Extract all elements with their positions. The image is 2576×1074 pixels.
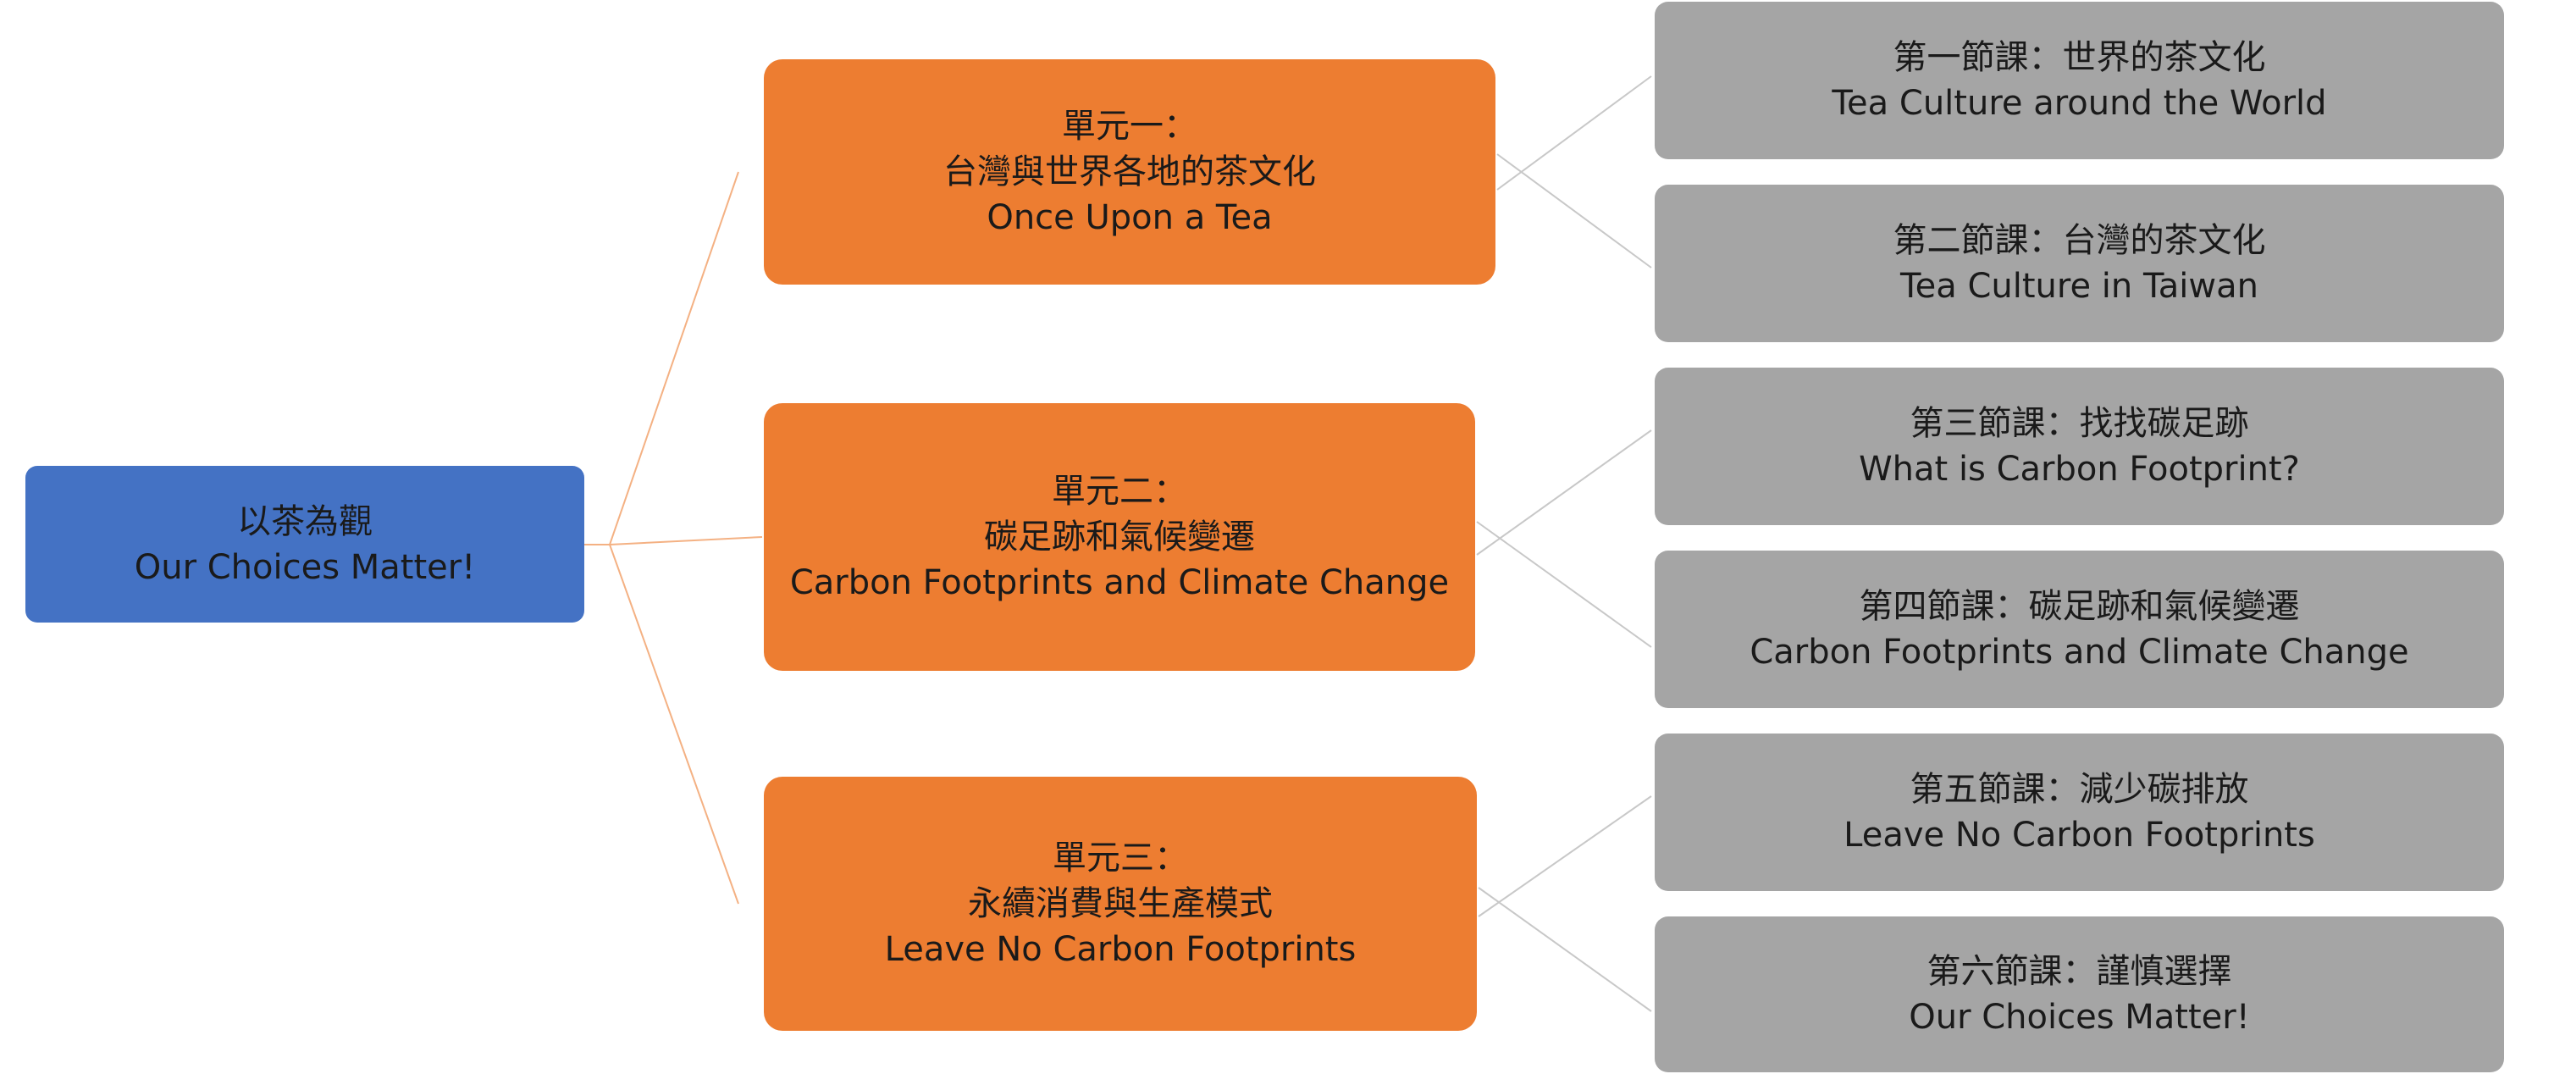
lesson-node-3: 第三節課：找找碳足跡 What is Carbon Footprint? — [1655, 368, 2504, 525]
unit-1-title-zh: 台灣與世界各地的茶文化 — [943, 152, 1316, 191]
root-title-zh: 以茶為觀 — [237, 501, 373, 541]
root-title-en: Our Choices Matter! — [134, 547, 476, 587]
unit-2-title-en: Carbon Footprints and Climate Change — [789, 563, 1450, 602]
lesson-3-title-en: What is Carbon Footprint? — [1859, 450, 2300, 489]
unit-1-connector-b — [1496, 153, 1652, 268]
lesson-node-5: 第五節課：減少碳排放 Leave No Carbon Footprints — [1655, 734, 2504, 891]
lesson-5-title-zh: 第五節課：減少碳排放 — [1910, 770, 2249, 809]
unit-3-title-en: Leave No Carbon Footprints — [884, 930, 1357, 969]
lesson-4-title-en: Carbon Footprints and Climate Change — [1750, 633, 2409, 672]
lesson-3-title-zh: 第三節課：找找碳足跡 — [1910, 404, 2249, 443]
unit-node-1: 單元一： 台灣與世界各地的茶文化 Once Upon a Tea — [764, 59, 1495, 285]
lesson-2-title-zh: 第二節課：台灣的茶文化 — [1893, 221, 2266, 260]
unit-2-label: 單元二： — [1052, 472, 1187, 511]
lesson-1-title-en: Tea Culture around the World — [1832, 84, 2327, 123]
unit-2-title-zh: 碳足跡和氣候變遷 — [984, 518, 1255, 556]
root-connector-unit-2 — [609, 536, 763, 545]
lesson-1-title-zh: 第一節課：世界的茶文化 — [1893, 38, 2266, 77]
unit-1-connector-a — [1496, 75, 1652, 191]
lesson-4-title-zh: 第四節課：碳足跡和氣候變遷 — [1859, 587, 2300, 626]
unit-1-label: 單元一： — [1062, 107, 1197, 146]
root-node: 以茶為觀 Our Choices Matter! — [25, 466, 584, 623]
lesson-5-title-en: Leave No Carbon Footprints — [1844, 816, 2315, 855]
lesson-6-title-zh: 第六節課：謹慎選擇 — [1926, 952, 2232, 991]
unit-node-3: 單元三： 永續消費與生產模式 Leave No Carbon Footprint… — [764, 777, 1477, 1031]
unit-2-connector-b — [1476, 521, 1652, 648]
root-connector-unit-1 — [609, 171, 739, 545]
unit-3-title-zh: 永續消費與生產模式 — [968, 884, 1273, 923]
lesson-node-4: 第四節課：碳足跡和氣候變遷 Carbon Footprints and Clim… — [1655, 551, 2504, 708]
unit-3-connector-b — [1478, 887, 1652, 1012]
unit-2-connector-a — [1476, 429, 1652, 556]
lesson-node-2: 第二節課：台灣的茶文化 Tea Culture in Taiwan — [1655, 185, 2504, 342]
lesson-node-1: 第一節課：世界的茶文化 Tea Culture around the World — [1655, 2, 2504, 159]
unit-3-label: 單元三： — [1053, 839, 1188, 877]
unit-1-title-en: Once Upon a Tea — [987, 198, 1273, 237]
lesson-6-title-en: Our Choices Matter! — [1909, 998, 2250, 1037]
unit-node-2: 單元二： 碳足跡和氣候變遷 Carbon Footprints and Clim… — [764, 403, 1475, 671]
lesson-2-title-en: Tea Culture in Taiwan — [1900, 267, 2258, 306]
lesson-node-6: 第六節課：謹慎選擇 Our Choices Matter! — [1655, 916, 2504, 1072]
root-connector-unit-3 — [609, 544, 739, 905]
unit-3-connector-a — [1478, 795, 1652, 917]
